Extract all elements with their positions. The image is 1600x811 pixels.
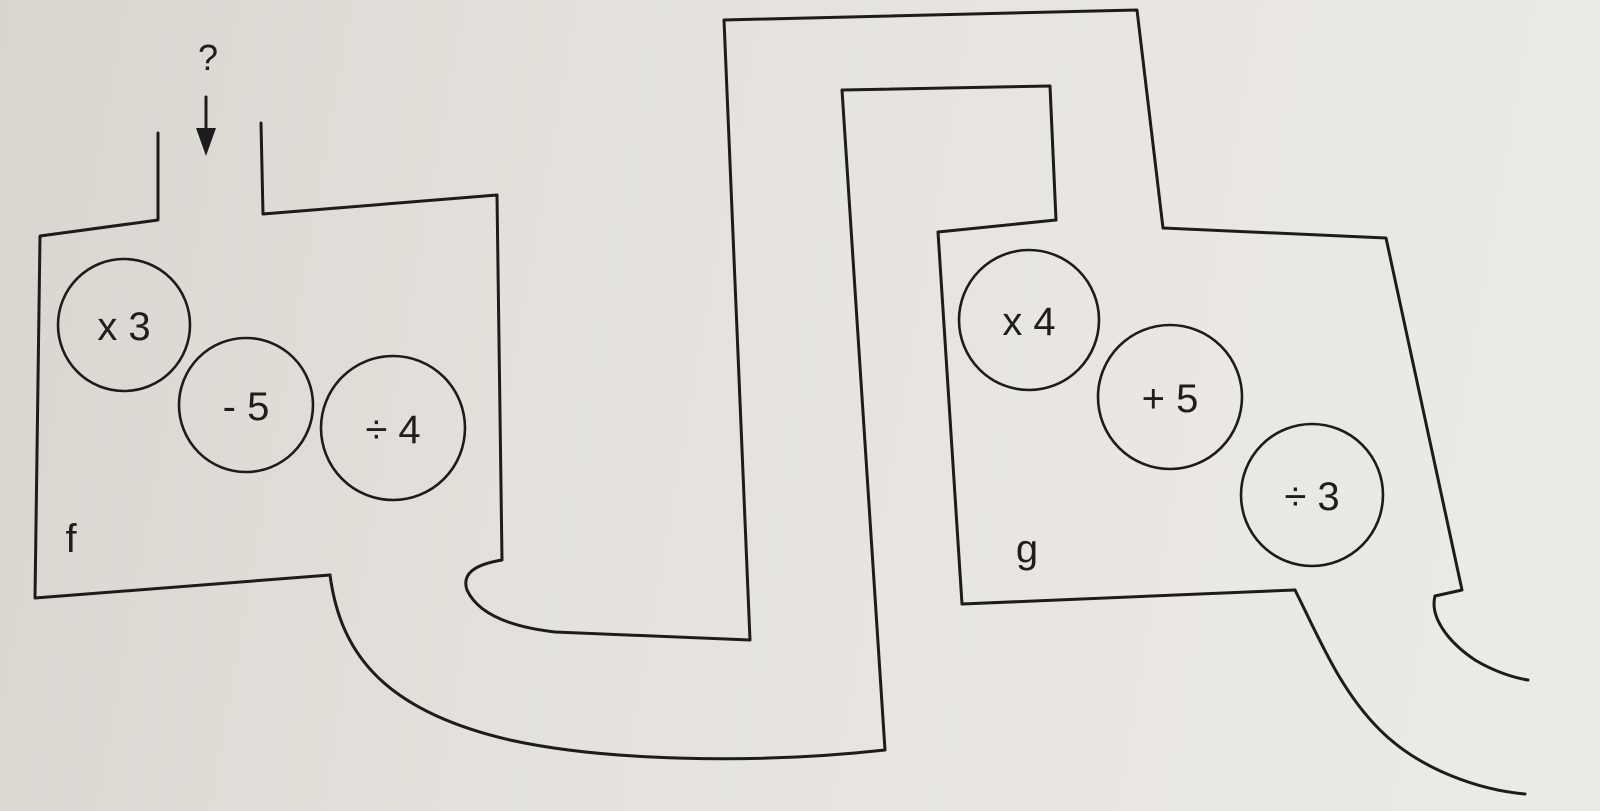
svg-text:÷ 3: ÷ 3: [1284, 475, 1339, 519]
machine-f-operation-3: ÷ 4: [319, 354, 467, 502]
input-question-mark: ?: [198, 37, 218, 78]
output-pipe-inner: [1432, 594, 1530, 682]
svg-text:x 3: x 3: [97, 305, 150, 349]
svg-text:÷ 4: ÷ 4: [365, 408, 420, 452]
machine-f-operation-2: - 5: [177, 336, 315, 474]
svg-text:- 5: - 5: [223, 385, 270, 429]
connector-tube-inner: [465, 8, 1165, 642]
machine-g-operation-3: ÷ 3: [1239, 422, 1385, 568]
machine-g-operation-2: + 5: [1096, 323, 1244, 471]
input-arrow: [196, 95, 216, 156]
machine-f-outline-right: [259, 121, 504, 592]
machine-g-outline-right: [1161, 226, 1464, 598]
machine-f-outline: [33, 131, 332, 600]
output-pipe-outer: [1293, 588, 1527, 796]
machine-f-operation-1: x 3: [56, 257, 192, 393]
machine-g-operation-1: x 4: [957, 248, 1101, 392]
machine-g-label: g: [1016, 527, 1038, 571]
connector-tube-outer: [328, 84, 1058, 761]
svg-text:x 4: x 4: [1002, 300, 1055, 344]
machine-f-label: f: [65, 517, 77, 561]
svg-text:+ 5: + 5: [1142, 377, 1199, 421]
machine-g-outline: [936, 218, 1297, 606]
